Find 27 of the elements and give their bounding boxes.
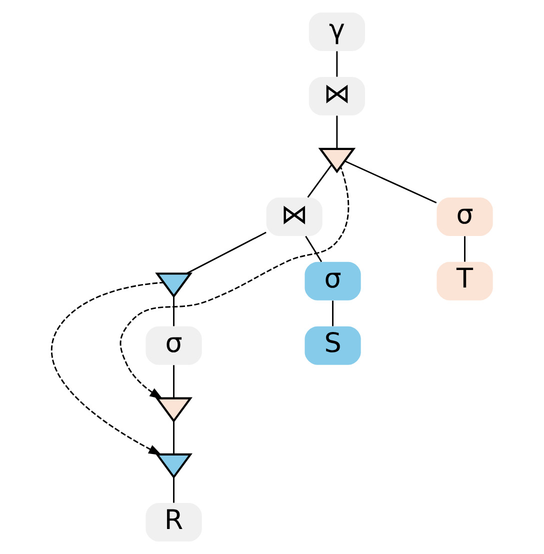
connector	[173, 296, 175, 326]
connector	[336, 116, 338, 149]
node-funnel	[155, 453, 192, 479]
connector	[186, 232, 266, 274]
node-box: σ	[304, 262, 361, 300]
node-box: γ	[308, 12, 366, 51]
node-box: σ	[436, 198, 493, 236]
connector	[344, 160, 437, 204]
connector	[173, 365, 175, 398]
connector	[332, 300, 334, 326]
connector	[173, 421, 175, 454]
connector	[173, 477, 175, 503]
node-box: ⋈	[308, 76, 366, 116]
connector	[464, 236, 466, 262]
node-box: ⋈	[266, 198, 322, 236]
node-funnel	[155, 272, 192, 298]
connector	[307, 164, 332, 198]
arrow	[50, 282, 164, 456]
node-box: R	[146, 503, 202, 542]
node-box: σ	[146, 326, 202, 365]
node-funnel	[155, 397, 192, 423]
node-box: T	[436, 262, 493, 300]
node-box: S	[304, 326, 361, 365]
node-funnel	[318, 148, 356, 174]
connector	[336, 51, 338, 77]
arrow	[120, 166, 350, 400]
connector	[305, 236, 322, 262]
